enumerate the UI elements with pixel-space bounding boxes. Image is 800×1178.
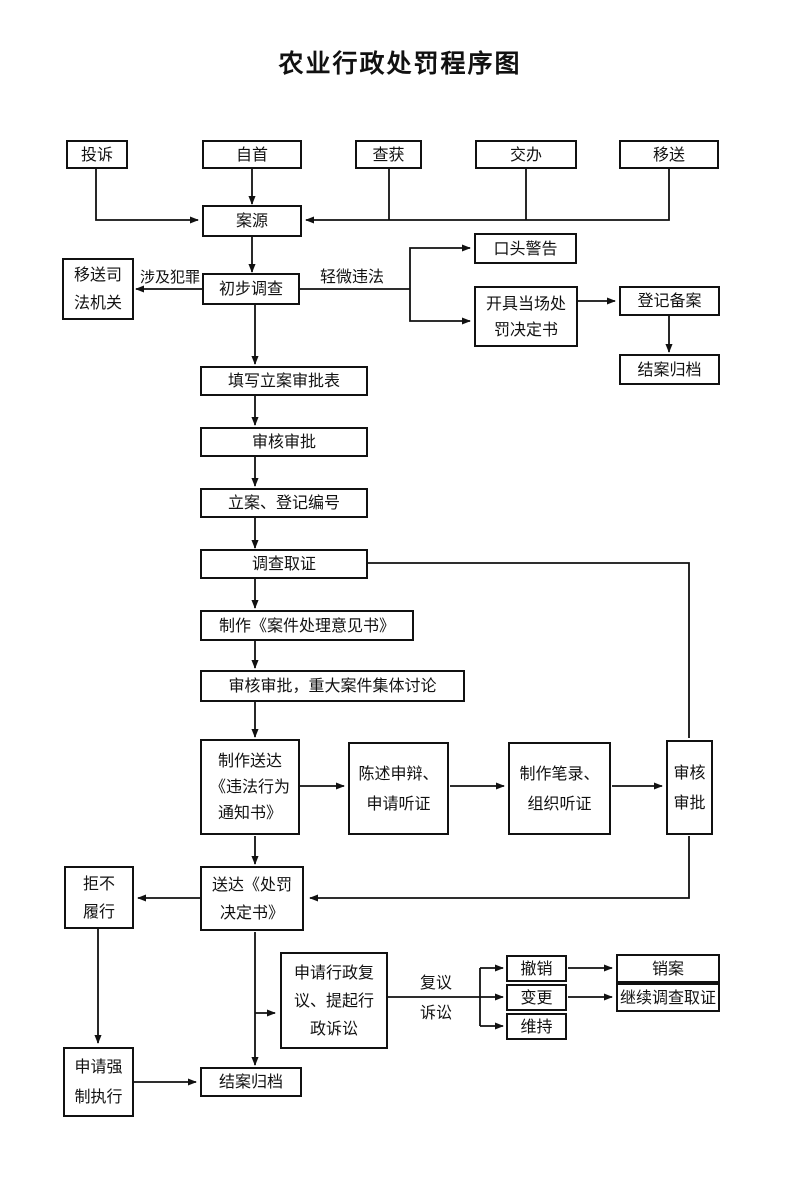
node-change: 变更	[506, 984, 567, 1011]
node-review-collective: 审核审批，重大案件集体讨论	[200, 670, 465, 702]
arrow-review2-to-delivery	[309, 836, 690, 902]
node-reconsideration: 申请行政复 议、提起行 政诉讼	[280, 952, 388, 1049]
node-investigate: 调查取证	[200, 549, 368, 579]
node-surrender: 自首	[202, 140, 302, 169]
node-complaint: 投诉	[66, 140, 128, 169]
node-fill-form: 填写立案审批表	[200, 366, 368, 396]
arrow-review2-to-investigate	[311, 559, 690, 738]
node-continue-investigation: 继续调查取证	[616, 983, 720, 1012]
diagram-title: 农业行政处罚程序图	[278, 49, 522, 78]
arrow-to-onsite-decision	[409, 289, 471, 325]
node-enforce: 申请强 制执行	[63, 1047, 134, 1117]
node-transferred: 移送	[619, 140, 719, 169]
node-close-archive-bottom: 结案归档	[200, 1067, 302, 1097]
arrow-complaint-to-source	[95, 168, 199, 224]
edge-label-crime: 涉及犯罪	[140, 268, 201, 286]
arrow-transferred-to-source	[305, 168, 670, 224]
node-review-approve-1: 审核审批	[200, 427, 368, 457]
node-register-number: 立案、登记编号	[200, 488, 368, 518]
node-statement-hearing: 陈述申辩、 申请听证	[348, 742, 449, 835]
node-transfer-judicial: 移送司 法机关	[62, 258, 134, 320]
node-cancel-case: 销案	[616, 954, 720, 983]
node-deliver-notice: 制作送达 《违法行为 通知书》	[200, 739, 300, 835]
node-refuse: 拒不 履行	[64, 866, 134, 929]
node-case-source: 案源	[202, 205, 302, 237]
node-onsite-decision: 开具当场处 罚决定书	[474, 286, 578, 347]
node-seized: 查获	[355, 140, 422, 169]
node-revoke: 撤销	[506, 955, 567, 982]
node-verbal-warning: 口头警告	[474, 233, 577, 264]
node-record-hearing: 制作笔录、 组织听证	[508, 742, 611, 835]
edge-label-appeal: 复议 诉讼	[420, 973, 453, 1022]
node-opinion-letter: 制作《案件处理意见书》	[200, 610, 414, 641]
node-deliver-decision: 送达《处罚 决定书》	[200, 866, 304, 931]
node-register-file: 登记备案	[619, 286, 720, 316]
edge-label-minor: 轻微违法	[320, 267, 385, 286]
arrow-to-verbal-warning	[409, 244, 471, 289]
node-maintain: 维持	[506, 1013, 567, 1040]
node-close-archive-top: 结案归档	[619, 354, 720, 385]
node-review-approve-2: 审核 审批	[666, 740, 713, 835]
node-assigned: 交办	[475, 140, 577, 169]
node-preliminary: 初步调查	[202, 273, 300, 305]
